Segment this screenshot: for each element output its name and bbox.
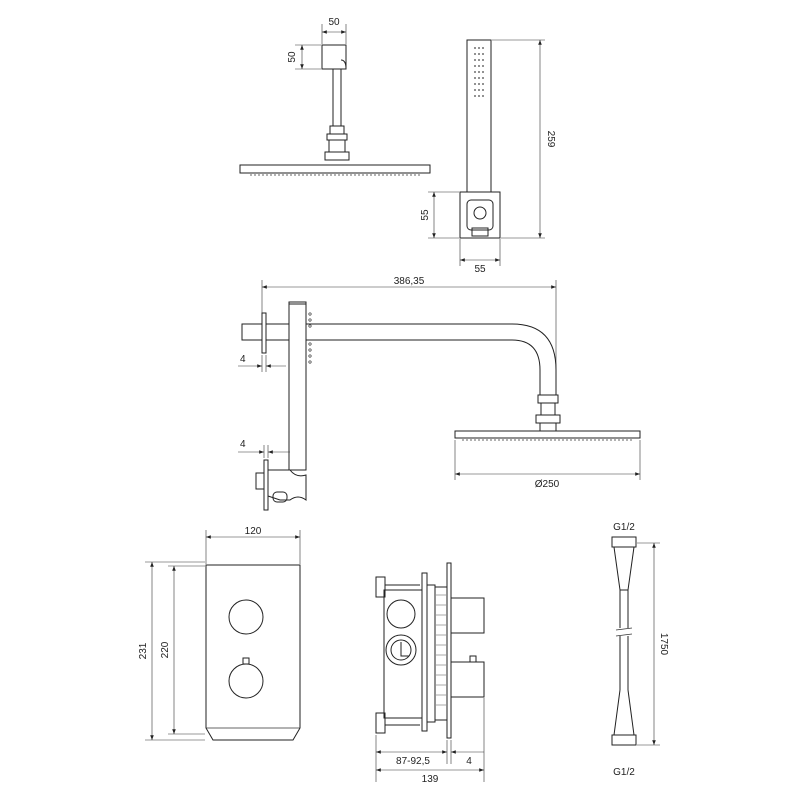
dim-flange-thickness-top: 4 — [240, 354, 246, 365]
dim-box-plate-thickness: 4 — [466, 756, 472, 767]
shower-system-side-view: 386,35 4 4 Ø250 — [238, 276, 641, 511]
shower-hose-view: G1/2 G1/2 1750 — [611, 522, 669, 778]
hand-shower-view: 259 55 55 — [420, 39, 556, 275]
cover-plate-front-view: 120 231 220 — [138, 526, 301, 741]
dim-holder-height: 55 — [420, 209, 431, 221]
dim-box-total-depth: 139 — [422, 774, 439, 785]
dim-ceiling-arm-width: 50 — [328, 17, 340, 28]
dim-box-depth: 87-92,5 — [396, 756, 430, 767]
dim-ceiling-arm-height: 50 — [287, 51, 298, 63]
dim-plate-height-outer: 231 — [138, 642, 149, 659]
dim-hose-length: 1750 — [658, 633, 669, 656]
dim-head-diameter: Ø250 — [535, 479, 560, 490]
dim-holder-width: 55 — [474, 264, 486, 275]
hose-thread-top: G1/2 — [613, 522, 635, 533]
dim-shower-arm-length: 386,35 — [394, 276, 425, 287]
dim-plate-width: 120 — [245, 526, 262, 537]
ceiling-arm-view: 50 50 — [239, 17, 431, 176]
concealed-box-side-view: 87-92,5 4 139 — [375, 562, 485, 785]
dim-flange-thickness-bottom: 4 — [240, 439, 246, 450]
dim-hand-shower-length: 259 — [545, 131, 556, 148]
hose-thread-bottom: G1/2 — [613, 767, 635, 778]
dim-plate-height-inner: 220 — [160, 641, 171, 658]
